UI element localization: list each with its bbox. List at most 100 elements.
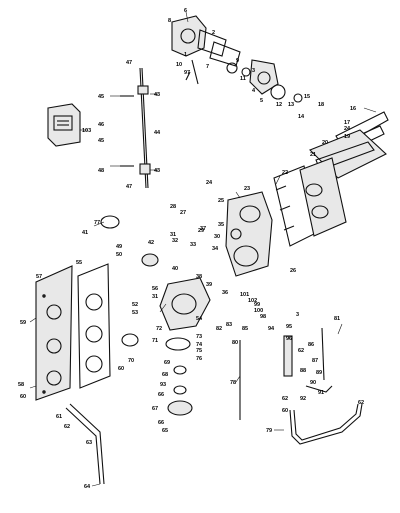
callout-35: 35 bbox=[218, 222, 224, 228]
callout-59: 59 bbox=[20, 320, 26, 326]
callout-63: 63 bbox=[86, 440, 92, 446]
fuel-pump-assembly bbox=[171, 15, 303, 103]
callout-27: 27 bbox=[180, 210, 186, 216]
callout-25: 25 bbox=[218, 198, 224, 204]
callout-43-top: 43 bbox=[154, 92, 160, 98]
callout-1: 1 bbox=[184, 52, 187, 58]
callout-58: 58 bbox=[18, 382, 24, 388]
callout-30: 30 bbox=[214, 234, 220, 240]
callout-75: 75 bbox=[196, 348, 202, 354]
callout-71: 71 bbox=[152, 338, 158, 344]
callout-74: 74 bbox=[196, 342, 203, 348]
callout-38: 38 bbox=[196, 274, 202, 280]
intake-manifold bbox=[273, 157, 347, 247]
callout-18: 18 bbox=[318, 102, 324, 108]
callout-53: 53 bbox=[132, 310, 138, 316]
callout-26: 26 bbox=[290, 268, 296, 274]
callout-34: 34 bbox=[212, 246, 219, 252]
callout-41: 41 bbox=[82, 230, 88, 236]
callout-6: 6 bbox=[184, 8, 187, 14]
callout-67: 67 bbox=[152, 406, 158, 412]
callout-16: 16 bbox=[350, 106, 356, 112]
carburetor-body bbox=[225, 191, 273, 277]
callout-21: 21 bbox=[310, 152, 316, 158]
choke-link-assembly bbox=[120, 67, 151, 189]
callout-66-upper: 66 bbox=[158, 392, 164, 398]
callout-93: 93 bbox=[160, 382, 166, 388]
callout-55: 55 bbox=[76, 260, 82, 266]
round-parts bbox=[100, 215, 193, 416]
callout-82: 82 bbox=[216, 326, 222, 332]
callout-31-lower: 31 bbox=[152, 294, 158, 300]
callout-12: 12 bbox=[276, 102, 282, 108]
callout-32: 32 bbox=[172, 238, 178, 244]
callout-94: 94 bbox=[268, 326, 275, 332]
callout-47-top: 47 bbox=[126, 60, 132, 66]
callout-69: 69 bbox=[164, 360, 170, 366]
callout-50: 50 bbox=[116, 252, 122, 258]
callout-62-left: 62 bbox=[64, 424, 70, 430]
callout-33: 33 bbox=[190, 242, 196, 248]
callout-62-right-lower: 62 bbox=[282, 396, 288, 402]
callout-101: 101 bbox=[240, 292, 249, 298]
callout-13: 13 bbox=[288, 102, 294, 108]
callout-95: 95 bbox=[286, 324, 292, 330]
callout-99: 99 bbox=[254, 302, 260, 308]
callout-62-far-right: 62 bbox=[358, 400, 364, 406]
leader-lines bbox=[29, 11, 377, 487]
callout-3: 3 bbox=[252, 68, 255, 74]
callout-46-top: 46 bbox=[98, 122, 104, 128]
callout-56: 56 bbox=[152, 286, 158, 292]
callout-92: 92 bbox=[300, 396, 306, 402]
callout-83: 83 bbox=[226, 322, 232, 328]
callout-87: 87 bbox=[312, 358, 318, 364]
kit-package bbox=[47, 103, 81, 147]
callout-labels: 6 8 1 2 10 97 7 9 11 3 4 5 12 13 14 15 1… bbox=[18, 8, 364, 490]
callout-37: 37 bbox=[200, 226, 206, 232]
callout-79: 79 bbox=[266, 428, 272, 434]
callout-60-left: 60 bbox=[20, 394, 26, 400]
callout-61: 61 bbox=[56, 414, 62, 420]
callout-98: 98 bbox=[260, 314, 266, 320]
callout-102: 102 bbox=[248, 298, 257, 304]
callout-45-top: 45 bbox=[98, 94, 104, 100]
callout-20: 20 bbox=[322, 140, 328, 146]
callout-52: 52 bbox=[132, 302, 138, 308]
callout-81: 81 bbox=[334, 316, 340, 322]
callout-103: 103 bbox=[82, 128, 91, 134]
callout-4: 4 bbox=[252, 88, 256, 94]
callout-7: 7 bbox=[206, 64, 209, 70]
callout-64: 64 bbox=[84, 484, 91, 490]
callout-8: 8 bbox=[168, 18, 171, 24]
callout-47-bottom: 47 bbox=[126, 184, 132, 190]
callout-90: 90 bbox=[310, 380, 316, 386]
callout-40: 40 bbox=[172, 266, 178, 272]
callout-42: 42 bbox=[148, 240, 154, 246]
callout-62-right-upper: 62 bbox=[298, 348, 304, 354]
callout-76: 76 bbox=[196, 356, 202, 362]
callout-43-bottom: 43 bbox=[154, 168, 160, 174]
callout-39: 39 bbox=[206, 282, 212, 288]
callout-68: 68 bbox=[162, 372, 168, 378]
adapter-plate bbox=[159, 277, 211, 351]
callout-5: 5 bbox=[260, 98, 263, 104]
callout-91: 91 bbox=[318, 390, 324, 396]
callout-23: 23 bbox=[244, 186, 250, 192]
callout-73: 73 bbox=[196, 334, 202, 340]
callout-3-right: 3 bbox=[296, 312, 299, 318]
callout-15: 15 bbox=[304, 94, 310, 100]
side-cover-panel bbox=[35, 265, 73, 401]
callout-36: 36 bbox=[222, 290, 228, 296]
callout-10: 10 bbox=[176, 62, 182, 68]
callout-45-bottom: 45 bbox=[98, 138, 104, 144]
callout-100: 100 bbox=[254, 308, 263, 314]
callout-22: 22 bbox=[282, 170, 288, 176]
callout-14: 14 bbox=[298, 114, 305, 120]
callout-77: 77 bbox=[94, 220, 100, 226]
fuel-lines bbox=[239, 327, 363, 445]
callout-60-right: 60 bbox=[282, 408, 288, 414]
callout-57: 57 bbox=[36, 274, 42, 280]
callout-54: 54 bbox=[196, 316, 203, 322]
